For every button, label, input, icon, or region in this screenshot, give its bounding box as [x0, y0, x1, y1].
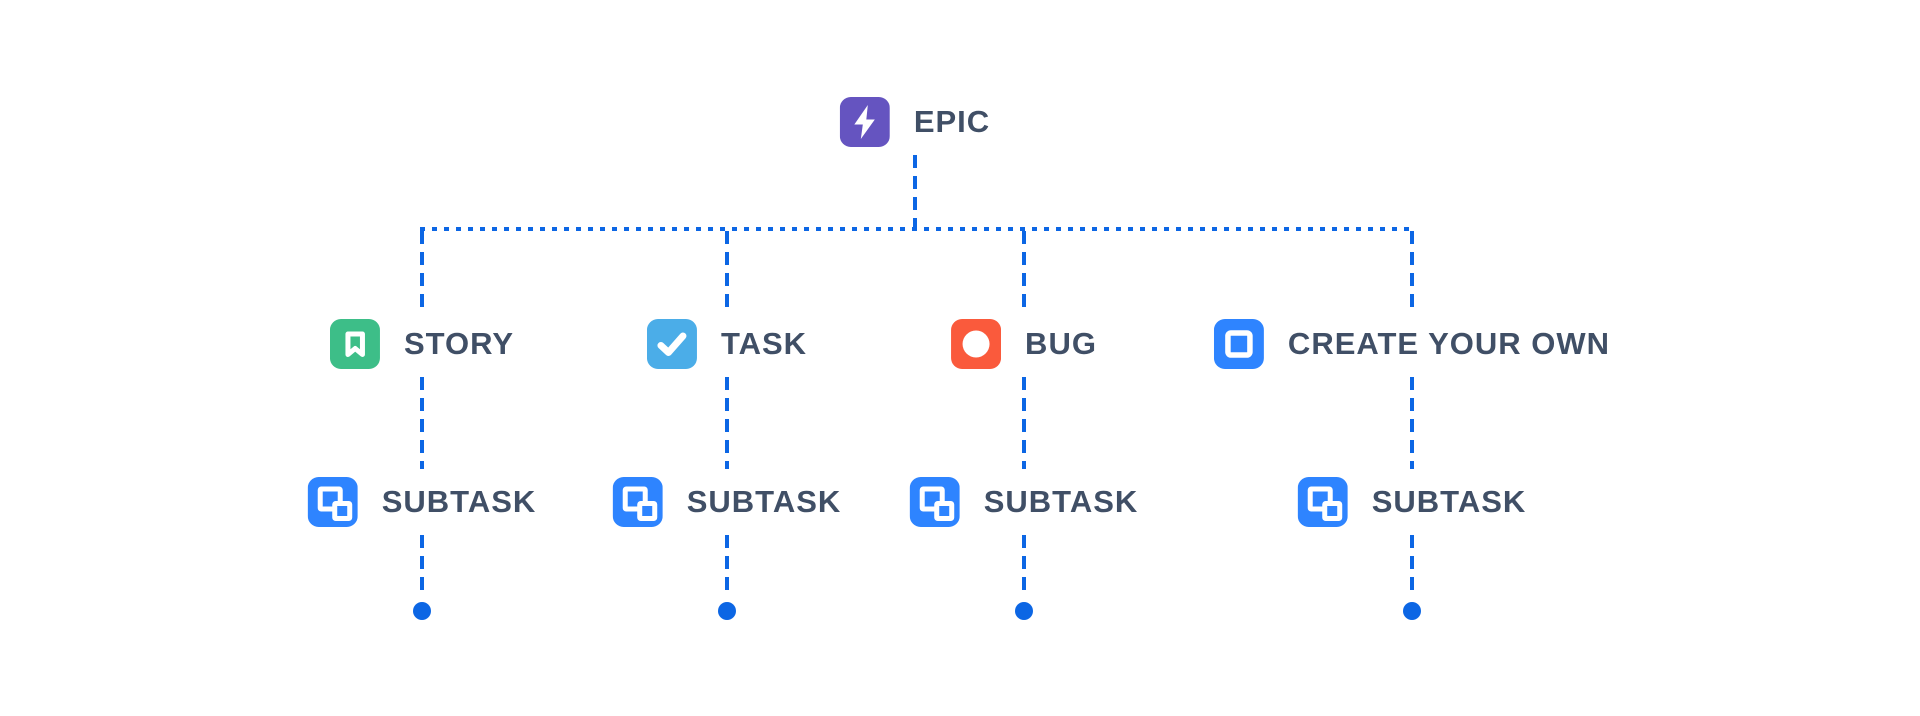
task-check-icon	[646, 319, 697, 369]
subtask-squares-icon	[307, 477, 358, 527]
node-task: TASK	[646, 319, 808, 369]
bug-circle-icon	[951, 319, 1002, 369]
node-bug: BUG	[951, 319, 1097, 369]
connector-subtask-tail-4	[1410, 535, 1414, 595]
connector-story-subtask	[420, 377, 424, 469]
node-subtask-4: SUBTASK	[1297, 477, 1527, 527]
connector-create-subtask	[1410, 377, 1414, 469]
connector-drop-task	[725, 231, 729, 311]
node-subtask-1: SUBTASK	[307, 477, 537, 527]
terminal-dot-2	[718, 602, 736, 620]
node-label: STORY	[403, 326, 515, 361]
epic-lightning-icon	[839, 97, 890, 147]
connector-horizontal	[420, 227, 1416, 231]
node-label: SUBTASK	[686, 484, 842, 519]
connector-drop-create	[1410, 231, 1414, 311]
connector-subtask-tail-3	[1022, 535, 1026, 595]
connector-subtask-tail-2	[725, 535, 729, 595]
connector-bug-subtask	[1022, 377, 1026, 469]
connector-task-subtask	[725, 377, 729, 469]
connector-drop-bug	[1022, 231, 1026, 311]
node-label: TASK	[720, 326, 808, 361]
connector-subtask-tail-1	[420, 535, 424, 595]
node-label: SUBTASK	[983, 484, 1139, 519]
node-subtask-2: SUBTASK	[612, 477, 842, 527]
node-epic: EPIC	[839, 97, 991, 147]
node-label: CREATE YOUR OWN	[1287, 326, 1611, 361]
terminal-dot-4	[1403, 602, 1421, 620]
node-label: BUG	[1025, 326, 1097, 361]
node-label: SUBTASK	[381, 484, 537, 519]
connector-drop-story	[420, 231, 424, 311]
node-story: STORY	[329, 319, 515, 369]
node-create-your-own: CREATE YOUR OWN	[1213, 319, 1611, 369]
subtask-squares-icon	[909, 477, 960, 527]
terminal-dot-1	[413, 602, 431, 620]
terminal-dot-3	[1015, 602, 1033, 620]
connector-epic-down	[913, 155, 917, 227]
subtask-squares-icon	[1297, 477, 1348, 527]
create-your-own-icon	[1213, 319, 1264, 369]
story-bookmark-icon	[329, 319, 380, 369]
node-label: EPIC	[913, 104, 991, 139]
node-subtask-3: SUBTASK	[909, 477, 1139, 527]
node-label: SUBTASK	[1371, 484, 1527, 519]
subtask-squares-icon	[612, 477, 663, 527]
